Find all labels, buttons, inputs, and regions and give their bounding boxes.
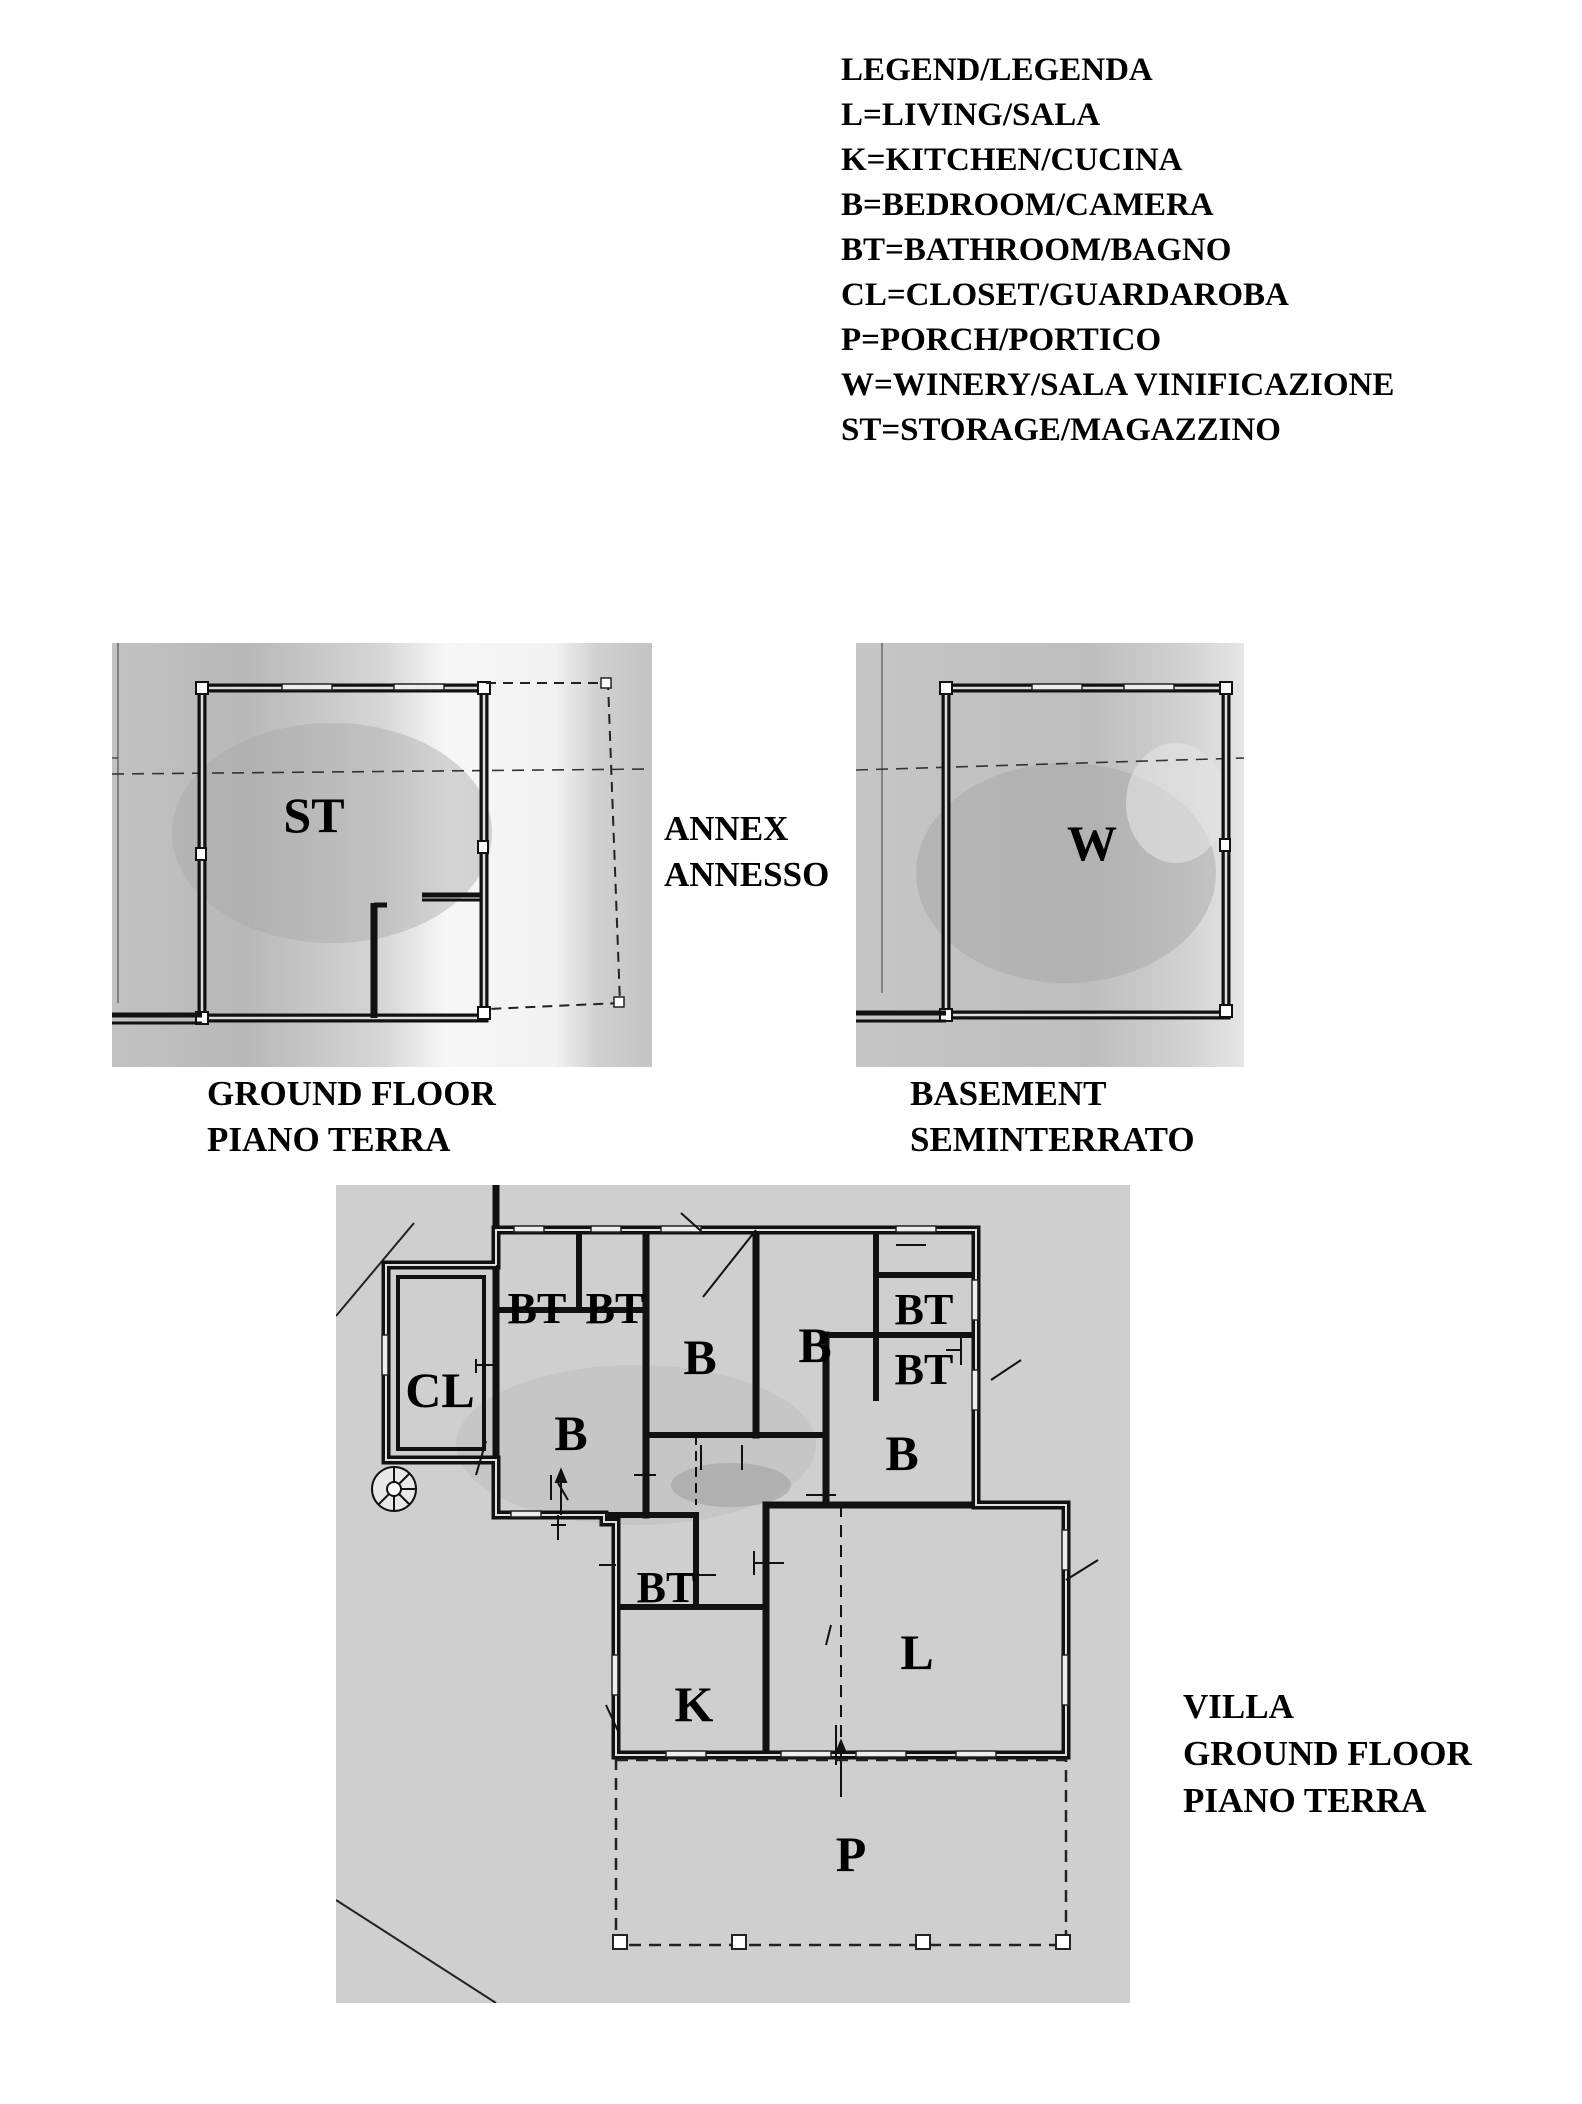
room-label-closet: CL	[405, 1362, 475, 1418]
villa-title: VILLA	[1183, 1687, 1294, 1726]
legend-item: CL=CLOSET/GUARDAROBA	[841, 277, 1289, 313]
room-label-bathroom-1: BT	[507, 1284, 567, 1333]
room-label-bathroom-5: BT	[636, 1563, 696, 1612]
villa-floor-en: GROUND FLOOR	[1183, 1734, 1472, 1773]
room-label-kitchen: K	[674, 1676, 714, 1732]
annex-basement-caption-en: BASEMENT	[910, 1074, 1107, 1113]
annex-title-en: ANNEX	[664, 809, 789, 848]
annex-ground-caption: GROUND FLOOR PIANO TERRA	[207, 1071, 496, 1163]
legend-item: ST=STORAGE/MAGAZZINO	[841, 412, 1281, 448]
legend-item: P=PORCH/PORTICO	[841, 322, 1162, 358]
legend-item: B=BEDROOM/CAMERA	[841, 187, 1214, 223]
room-label-bathroom-3: BT	[894, 1285, 954, 1334]
villa-ground-floor-drawing	[336, 1185, 1130, 2003]
room-label-bedroom-4: B	[885, 1425, 919, 1481]
room-label-winery: W	[1067, 815, 1117, 871]
villa-caption: VILLA GROUND FLOOR PIANO TERRA	[1183, 1683, 1472, 1824]
room-label-bedroom-3: B	[554, 1405, 588, 1461]
room-label-bathroom-2: BT	[585, 1284, 645, 1333]
room-label-living: L	[900, 1624, 934, 1680]
legend: LEGEND/LEGENDA L=LIVING/SALA K=KITCHEN/C…	[841, 48, 1394, 453]
room-label-porch: P	[835, 1826, 867, 1882]
annex-title: ANNEX ANNESSO	[664, 806, 829, 898]
legend-item: K=KITCHEN/CUCINA	[841, 142, 1183, 178]
room-label-bathroom-4: BT	[894, 1345, 954, 1394]
annex-ground-caption-en: GROUND FLOOR	[207, 1074, 496, 1113]
legend-item: W=WINERY/SALA VINIFICAZIONE	[841, 367, 1395, 403]
annex-ground-floor-plan: ST	[112, 643, 652, 1067]
annex-basement-caption: BASEMENT SEMINTERRATO	[910, 1071, 1195, 1163]
villa-ground-floor-plan: BT BT B B BT BT CL B B BT L K P	[336, 1185, 1130, 2003]
legend-item: BT=BATHROOM/BAGNO	[841, 232, 1232, 268]
villa-floor-it: PIANO TERRA	[1183, 1781, 1427, 1820]
annex-basement-plan: W	[856, 643, 1244, 1067]
annex-basement-drawing	[856, 643, 1244, 1067]
annex-ground-floor-drawing	[112, 643, 652, 1067]
annex-ground-caption-it: PIANO TERRA	[207, 1120, 451, 1159]
room-label-storage: ST	[283, 787, 345, 843]
legend-title: LEGEND/LEGENDA	[841, 52, 1153, 88]
annex-basement-caption-it: SEMINTERRATO	[910, 1120, 1195, 1159]
annex-title-it: ANNESSO	[664, 855, 830, 894]
room-label-bedroom-1: B	[683, 1329, 717, 1385]
legend-item: L=LIVING/SALA	[841, 97, 1101, 133]
room-label-bedroom-2: B	[798, 1317, 832, 1373]
